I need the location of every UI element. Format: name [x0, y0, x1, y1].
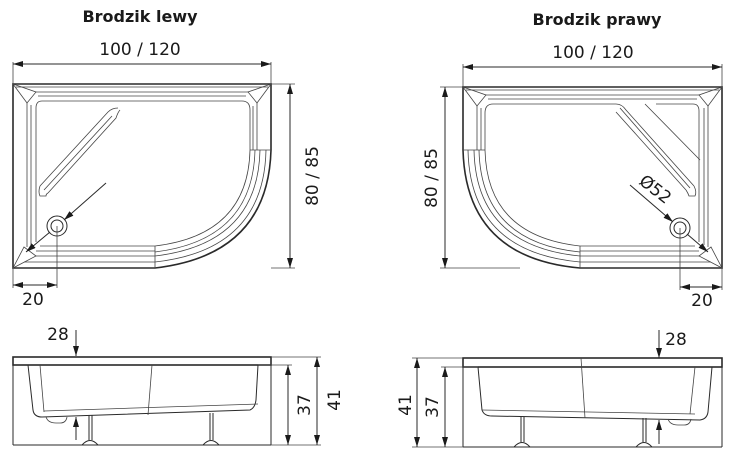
left-tray-top-view: Brodzik lewy 100 / 120 80 / 85	[11, 7, 323, 310]
right-tray-top-view: Brodzik prawy 100 / 120 80 / 85	[422, 10, 724, 311]
left-rim-label: 28	[47, 325, 69, 345]
left-tray-title: Brodzik lewy	[82, 7, 198, 26]
left-depth-label: 80 / 85	[303, 146, 323, 206]
left-total-height-label: 41	[325, 389, 345, 411]
left-width-label: 100 / 120	[99, 40, 180, 60]
right-total-height-label: 41	[396, 394, 416, 416]
right-width-label: 100 / 120	[552, 43, 633, 63]
left-inner-height-label: 37	[295, 394, 315, 416]
right-drain-diameter-label: Ø52	[635, 171, 675, 208]
left-tray-side-view: 28 37 41	[12, 325, 345, 446]
right-inner-height-label: 37	[423, 396, 443, 418]
right-rim-label: 28	[665, 330, 687, 350]
right-tray-side-view: 28 41 37	[396, 330, 723, 448]
right-tray-outline	[462, 86, 723, 269]
left-tray-outline	[12, 83, 272, 269]
left-drain-offset-label: 20	[22, 290, 44, 310]
right-tray-title: Brodzik prawy	[533, 10, 662, 29]
right-rim	[462, 357, 723, 368]
right-depth-label: 80 / 85	[422, 148, 442, 208]
left-rim	[12, 356, 272, 366]
right-drain-offset-label: 20	[691, 291, 713, 311]
